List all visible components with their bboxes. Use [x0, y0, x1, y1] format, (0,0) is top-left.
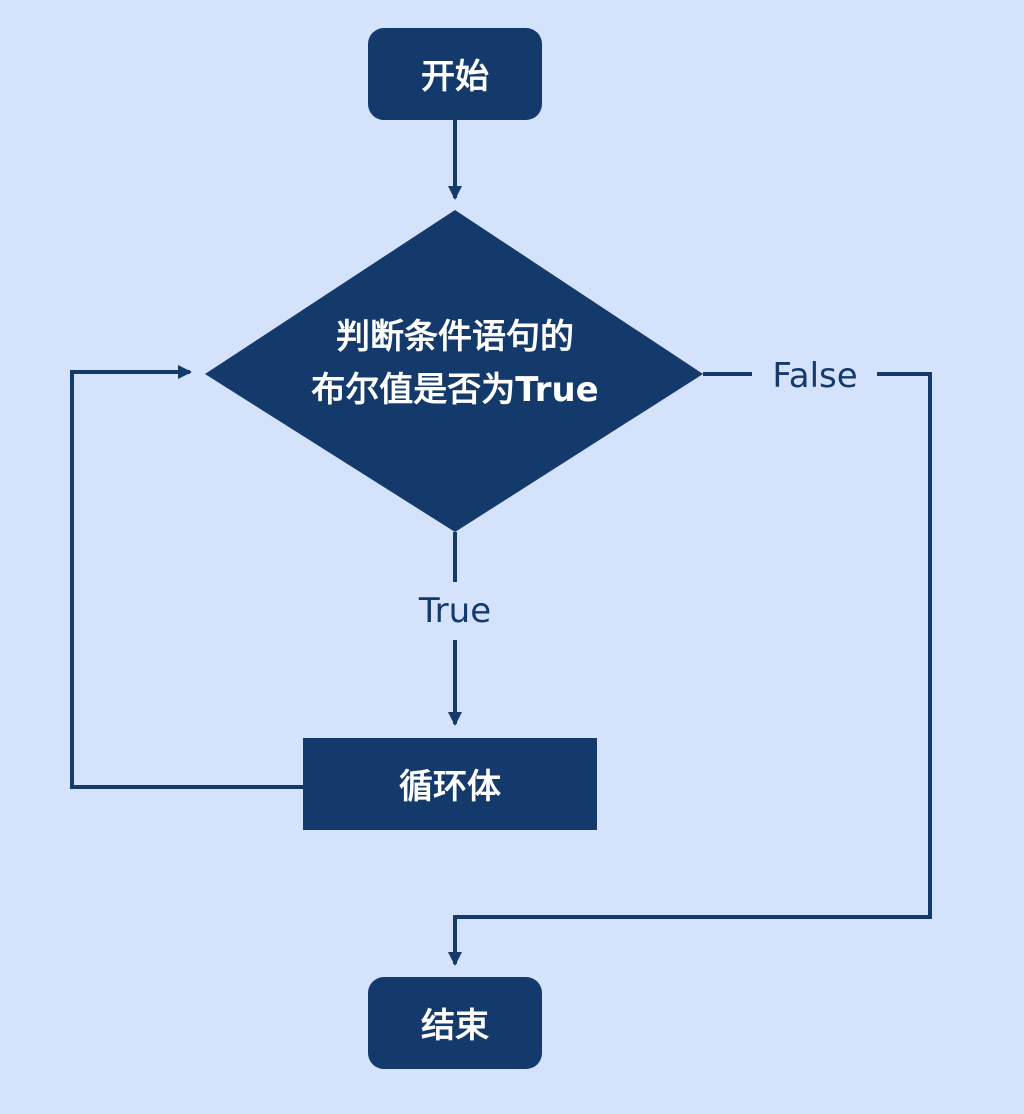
condition-node	[205, 210, 703, 532]
edge-false-to-end	[448, 372, 932, 966]
false-label: False	[772, 356, 857, 396]
end-label: 结束	[421, 1006, 489, 1046]
condition-label-line1: 判断条件语句的	[336, 317, 574, 357]
loop-body-label: 循环体	[399, 767, 501, 807]
condition-label-line2: 布尔值是否为True	[311, 370, 599, 410]
edge-loop-back	[70, 365, 303, 789]
loop-body-node	[303, 738, 597, 830]
end-node	[368, 977, 542, 1069]
start-label: 开始	[421, 57, 489, 97]
start-node	[368, 28, 542, 120]
true-label: True	[418, 591, 491, 631]
